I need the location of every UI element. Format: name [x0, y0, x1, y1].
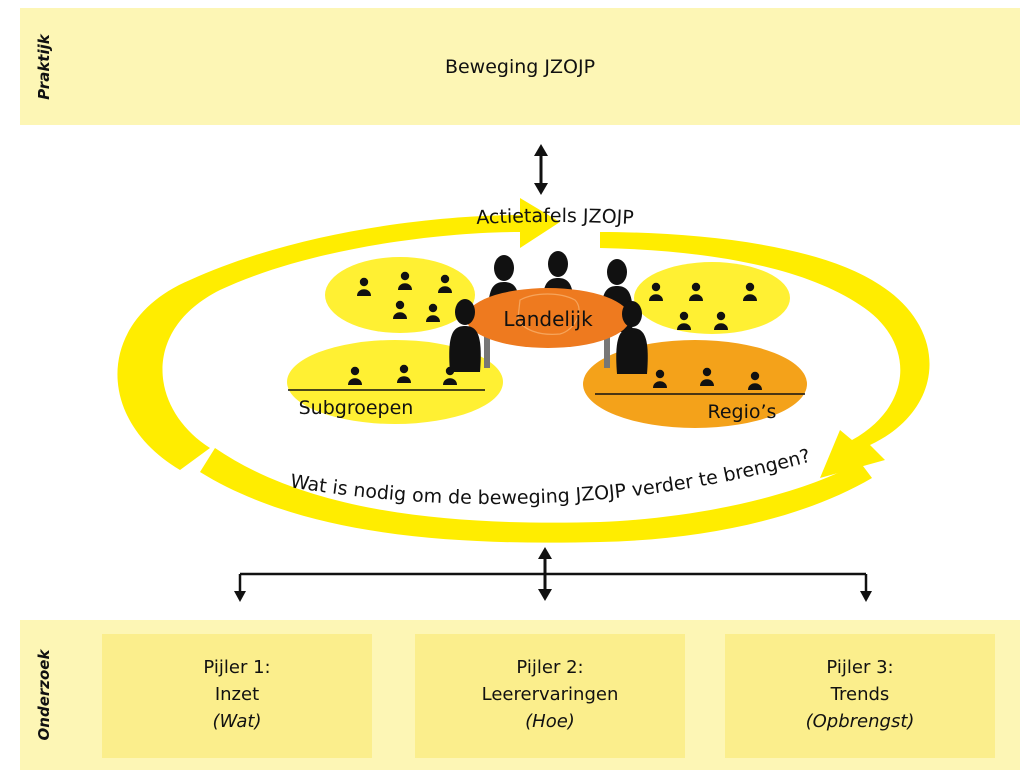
table-leg-right	[604, 328, 610, 368]
beweging-title: Beweging JZOJP	[444, 56, 596, 78]
pillar-3-name: Trends	[830, 684, 890, 705]
pillar-3-title: Pijler 3:	[826, 657, 894, 678]
subgroepen-label: Subgroepen	[299, 397, 414, 419]
double-arrow-top	[534, 144, 548, 195]
pillar-2-sub: (Hoe)	[525, 711, 575, 732]
pillar-2: Pijler 2: Leerervaringen (Hoe)	[415, 634, 685, 758]
pillar-2-title: Pijler 2:	[516, 657, 584, 678]
landelijk-table	[466, 288, 630, 348]
ellipse-top-right	[634, 262, 790, 334]
pillar-2-name: Leerervaringen	[481, 684, 619, 705]
pillar-1-sub: (Wat)	[212, 711, 262, 732]
pillar-1-title: Pijler 1:	[203, 657, 271, 678]
onderzoek-label: Onderzoek	[35, 649, 53, 741]
regio-label: Regio’s	[708, 401, 777, 423]
question-label: Wat is nodig om de beweging JZOJP verder…	[289, 445, 813, 509]
landelijk-label: Landelijk	[503, 307, 593, 331]
netherlands-map-icon	[517, 293, 580, 335]
praktijk-band: Praktijk Beweging JZOJP	[20, 8, 1020, 125]
pillar-1: Pijler 1: Inzet (Wat)	[102, 634, 372, 758]
pillar-3-sub: (Opbrengst)	[805, 711, 915, 732]
onderzoek-band: Onderzoek Pijler 1: Inzet (Wat) Pijler 2…	[20, 620, 1020, 770]
subgroepen-ellipse	[287, 340, 503, 424]
table-leg-left	[484, 328, 490, 368]
pillar-1-name: Inzet	[214, 684, 260, 705]
pillar-3: Pijler 3: Trends (Opbrengst)	[725, 634, 995, 758]
actietafels-diagram: Actietafels JZOJP Wat is nodig om de bew…	[117, 144, 930, 602]
branch-connector	[234, 572, 872, 602]
actietafels-label: Actietafels JZOJP	[476, 205, 635, 229]
ellipse-top-left	[325, 257, 475, 333]
cycle-arrows	[117, 198, 930, 543]
